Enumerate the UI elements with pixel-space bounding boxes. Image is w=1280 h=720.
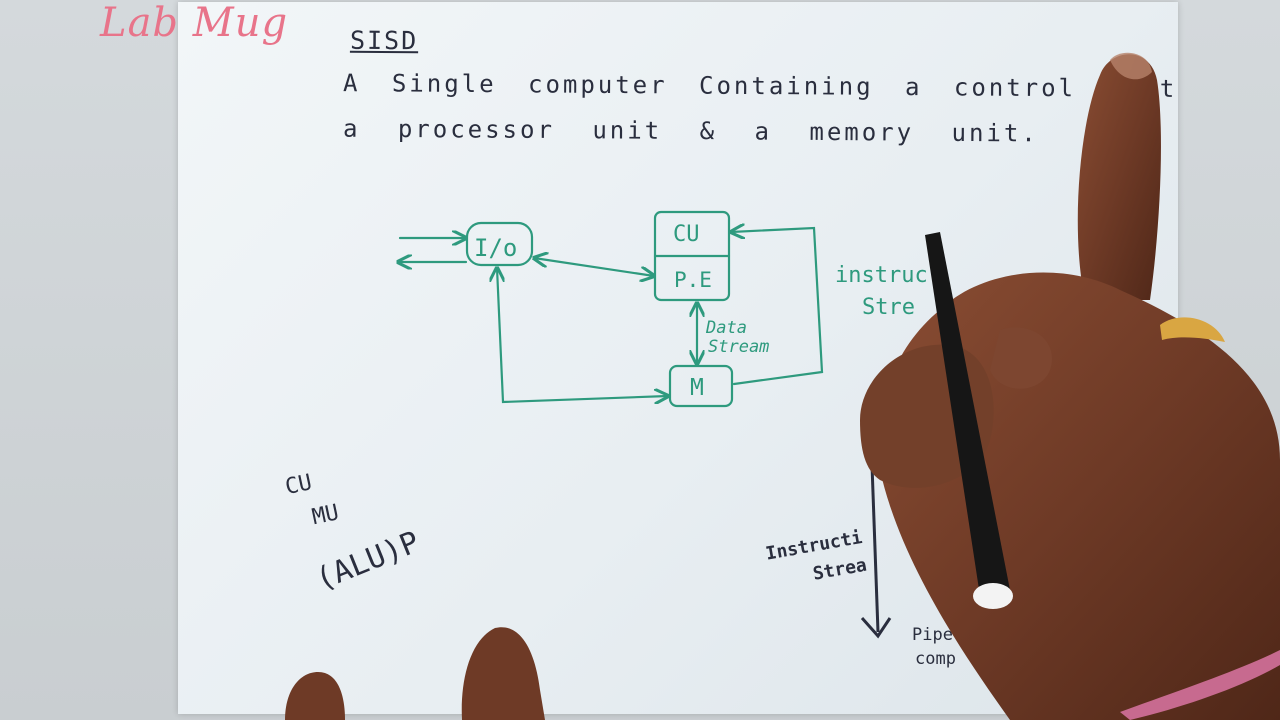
- pencil-arrow-head: [860, 617, 892, 639]
- gold-ring: [1160, 317, 1225, 342]
- note-pipe-1: Pipe: [912, 625, 953, 645]
- instruction-stream-path: [731, 228, 824, 386]
- pencil-arrow-line: [870, 464, 880, 633]
- fingernail: [1110, 52, 1152, 80]
- bottom-finger-1: [461, 627, 545, 720]
- note-cu: CU: [283, 470, 314, 500]
- pencil-cap: [973, 583, 1013, 609]
- io-memory-path: [495, 266, 668, 402]
- io-pe-arrow: [534, 258, 654, 276]
- m-label: M: [690, 375, 704, 401]
- pencil-body: [925, 232, 1010, 596]
- data-stream-label-2: Stream: [708, 337, 769, 357]
- knuckle: [990, 327, 1052, 389]
- instruction-stream-label-1: instruc: [835, 263, 928, 288]
- note-pipe-2: comp: [915, 649, 956, 669]
- pe-label: P.E: [674, 268, 712, 292]
- index-finger: [1077, 54, 1161, 300]
- bangle: [1120, 650, 1280, 720]
- io-label: I/o: [474, 234, 517, 262]
- bottom-finger-2: [285, 672, 345, 720]
- io-box: [465, 221, 534, 267]
- instruction-stream-label-2: Stre: [862, 295, 915, 320]
- watermark-logo: Lab Mug: [100, 0, 289, 46]
- memory-box: [668, 364, 734, 408]
- cu-label: CU: [673, 222, 700, 247]
- data-stream-label-1: Data: [705, 318, 747, 338]
- note-mu: MU: [310, 500, 341, 530]
